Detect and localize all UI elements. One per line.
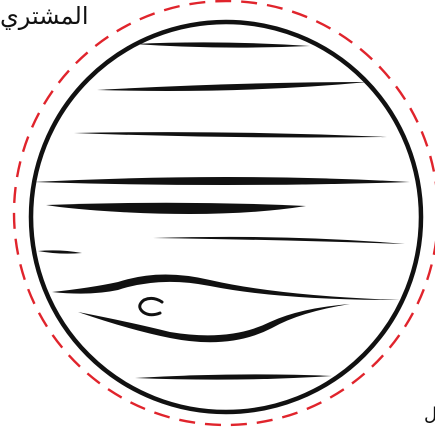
planet-outline [31, 22, 421, 412]
planet-name-label: المشتري [0, 2, 89, 30]
corner-mark: ل [424, 404, 435, 426]
